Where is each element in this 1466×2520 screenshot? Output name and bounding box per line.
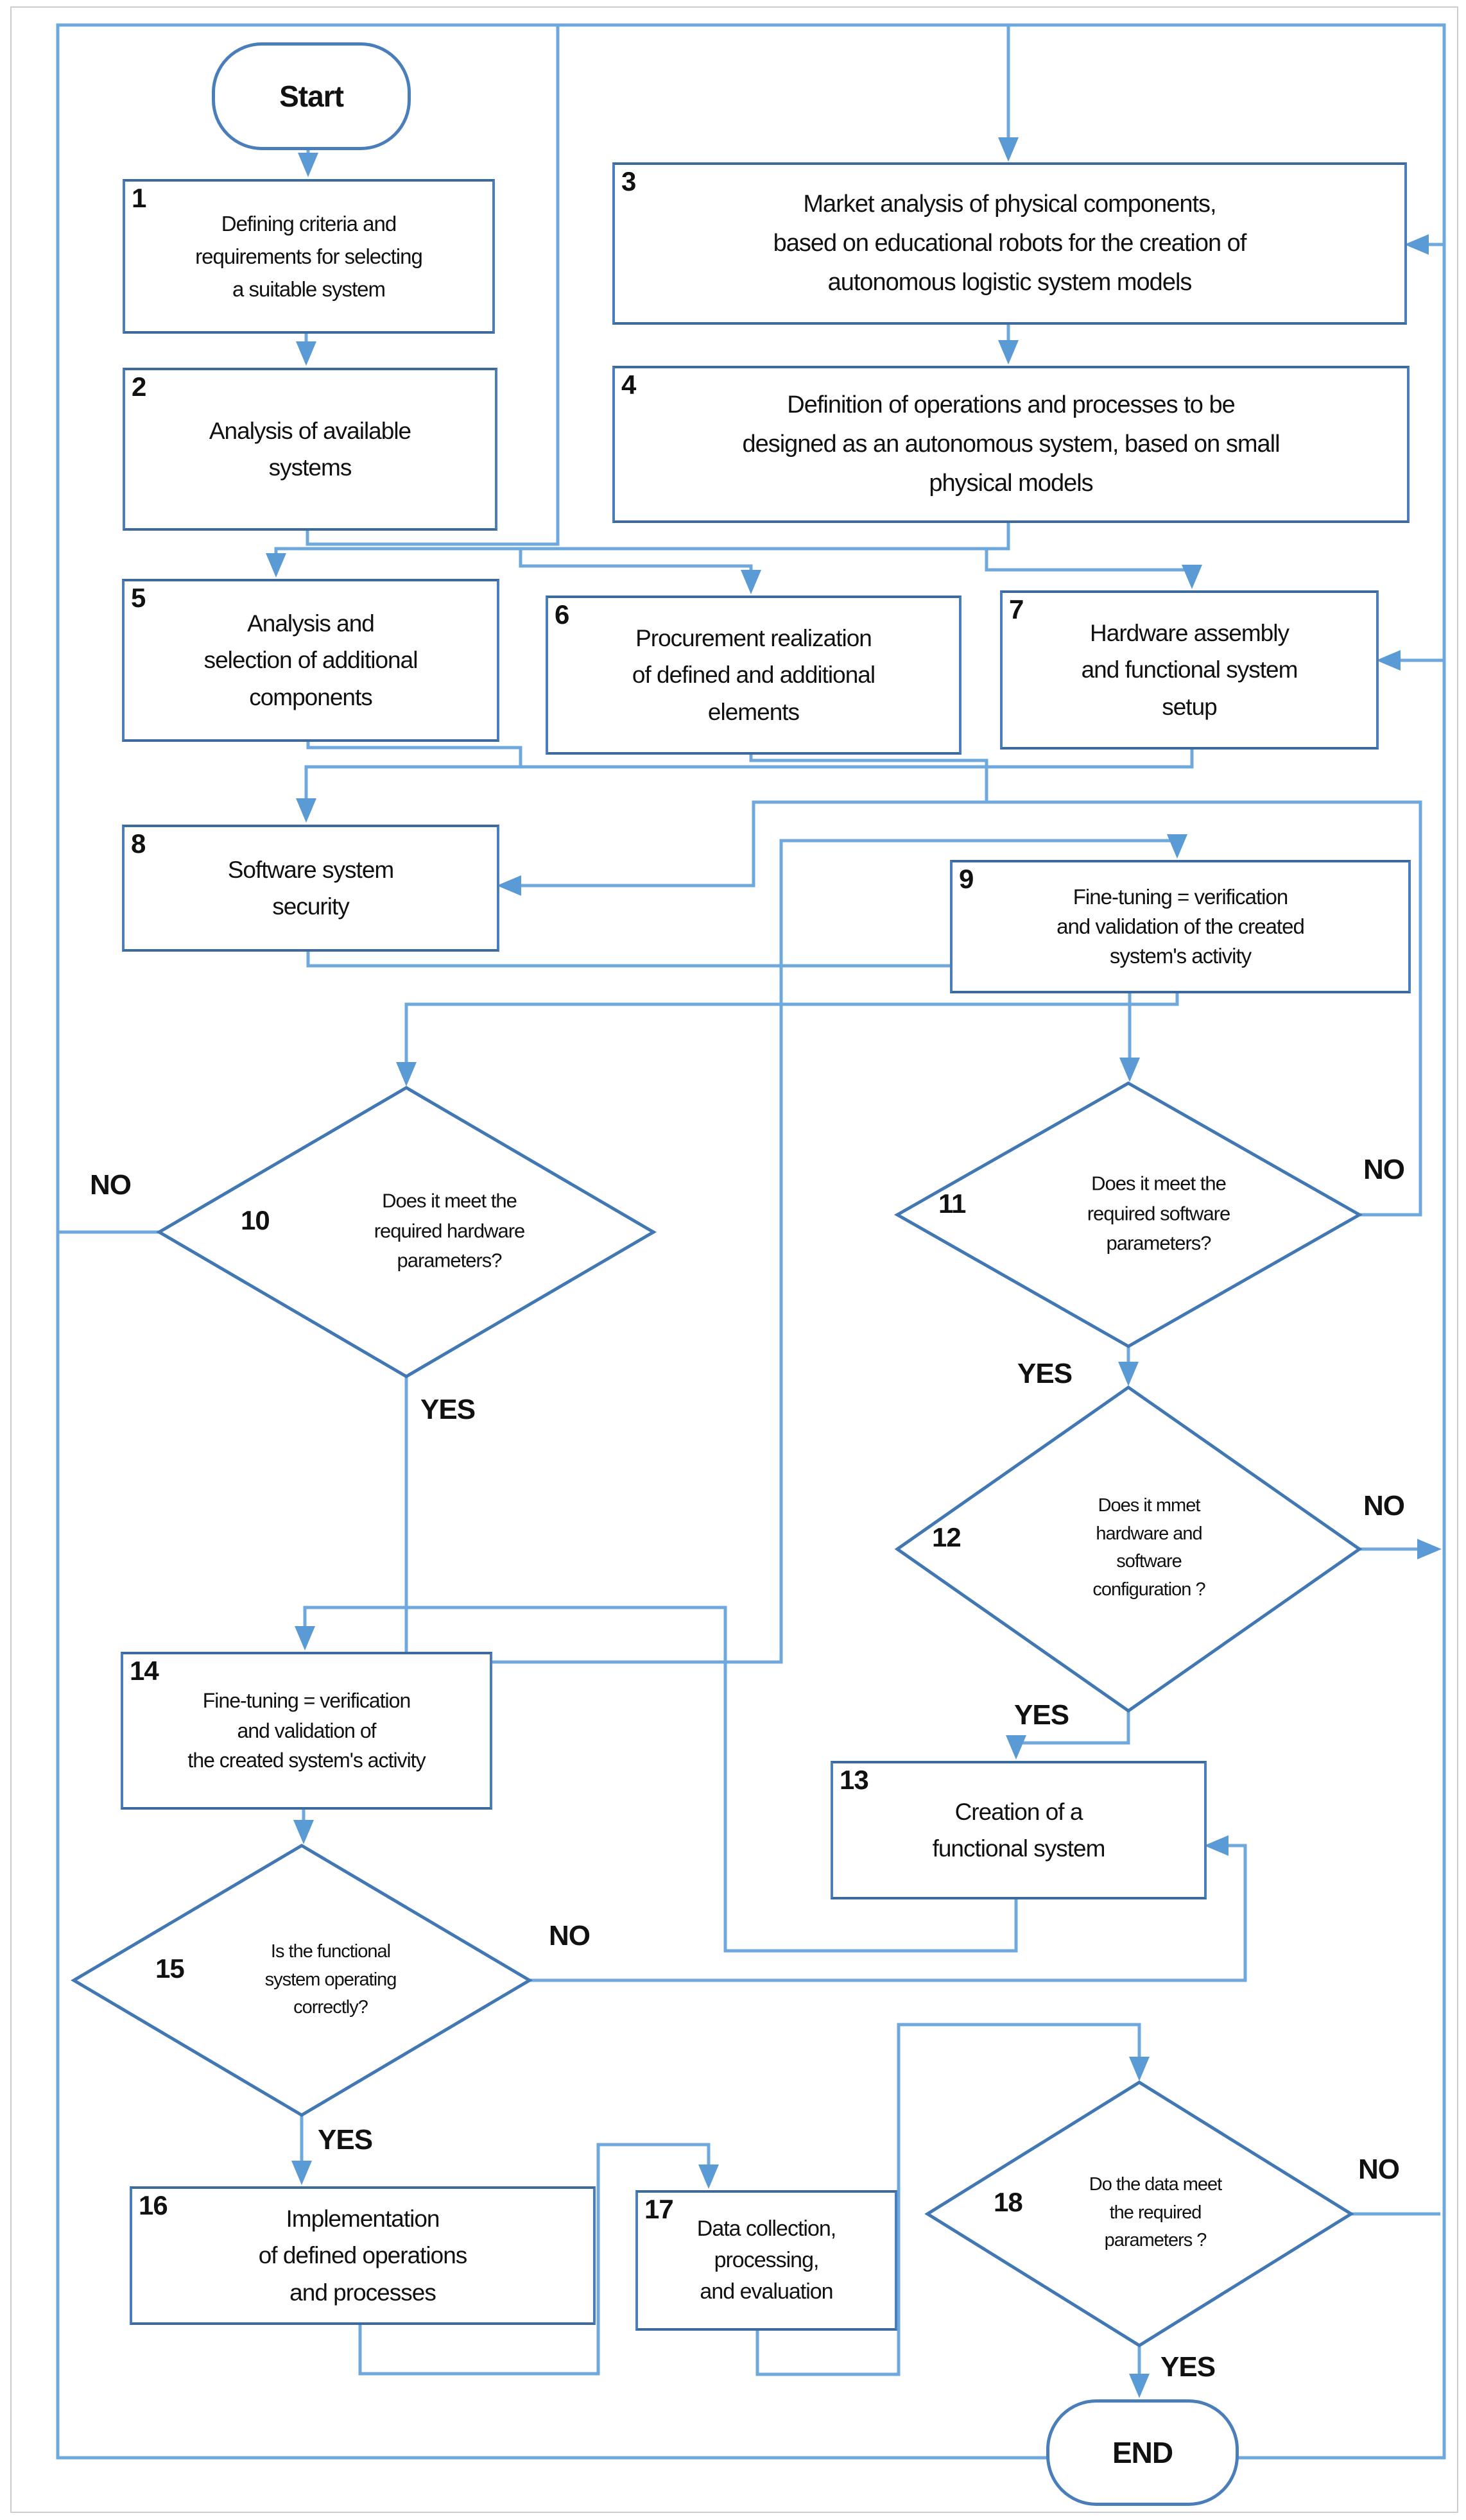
decision-text-11: Does it meet the required software param…: [1087, 1172, 1231, 1255]
step-text: Analysis of available systems: [209, 417, 411, 481]
decision-number-15: 15: [155, 1953, 185, 1984]
yes-label-10: YES: [420, 1394, 476, 1425]
step-text: Defining criteria and requirements for s…: [195, 211, 423, 302]
step-number: 2: [132, 372, 146, 402]
end-terminator: END: [1046, 2399, 1239, 2506]
step-number: 16: [139, 2190, 168, 2220]
no-label-12: NO: [1363, 1490, 1405, 1521]
step-number: 8: [131, 828, 146, 859]
decision-diamond-10: [156, 1086, 657, 1378]
decision-number-12: 12: [932, 1522, 962, 1552]
no-label-15: NO: [549, 1920, 591, 1951]
page-border: [10, 6, 1458, 2513]
flow-frame: [56, 23, 1446, 2460]
process-box-3: 3 Market analysis of physical components…: [612, 162, 1407, 325]
arrow-10yes-9: [404, 834, 1187, 1664]
arrow-11no-8: [497, 800, 1422, 1217]
arrow-4-6: [519, 549, 761, 594]
process-box-1: 1 Defining criteria and requirements for…: [123, 179, 495, 334]
step-number: 9: [959, 864, 974, 894]
decision-diamond-18: [924, 2080, 1354, 2347]
step-number: 1: [132, 183, 146, 213]
arrow-12yes-13: [1006, 1711, 1130, 1760]
step-text: Creation of a functional system: [932, 1798, 1106, 1862]
arrow-4-5: [266, 519, 1010, 578]
step-text: Software system security: [227, 856, 394, 920]
step-text: Implementation of defined operations and…: [258, 2205, 468, 2306]
step-text: Procurement realization of defined and a…: [632, 624, 875, 725]
line-2-topframe: [306, 26, 560, 546]
line-5-join: [306, 738, 522, 767]
process-box-16: 16 Implementation of defined operations …: [130, 2186, 596, 2325]
yes-label-18: YES: [1160, 2351, 1216, 2383]
decision-number-10: 10: [241, 1205, 270, 1235]
arrow-4-7: [985, 549, 1202, 589]
arrow-9-10: [396, 990, 1179, 1086]
yes-label-12: YES: [1014, 1699, 1069, 1731]
decision-text-18: Do the data meet the required parameters…: [1089, 2173, 1222, 2250]
process-box-7: 7 Hardware assembly and functional syste…: [1000, 590, 1379, 750]
process-box-6: 6 Procurement realization of defined and…: [546, 596, 962, 755]
step-text: Hardware assembly and functional system …: [1081, 619, 1298, 720]
decision-number-18: 18: [994, 2187, 1023, 2217]
line-6-join: [749, 752, 988, 802]
process-box-4: 4 Definition of operations and processes…: [612, 366, 1410, 523]
process-box-8: 8 Software system security: [122, 825, 499, 952]
step-number: 7: [1009, 594, 1024, 624]
start-terminator: Start: [212, 42, 411, 150]
decision-text-12: Does it mmet hardware and software confi…: [1092, 1495, 1205, 1600]
arrow-8-11: [306, 948, 1140, 1082]
decision-diamond-12: [894, 1385, 1363, 1713]
step-text: Fine-tuning = verification and validatio…: [187, 1689, 426, 1772]
yes-label-15: YES: [318, 2124, 373, 2156]
arrow-7-8: [296, 746, 1194, 823]
step-number: 17: [644, 2194, 674, 2224]
start-label: Start: [279, 80, 344, 113]
process-box-13: 13 Creation of a functional system: [831, 1761, 1207, 1899]
no-label-10: NO: [90, 1169, 132, 1201]
step-text: Analysis and selection of additional com…: [203, 610, 418, 710]
step-number: 13: [840, 1765, 869, 1795]
arrow-15no-13: [530, 1835, 1247, 1982]
step-number: 3: [621, 166, 636, 196]
decision-number-11: 11: [938, 1188, 966, 1219]
step-number: 4: [621, 370, 636, 400]
step-number: 5: [131, 583, 146, 613]
end-label: END: [1112, 2436, 1173, 2469]
step-text: Market analysis of physical components, …: [773, 191, 1247, 296]
arrow-13-14: [295, 1606, 1018, 1953]
process-box-9: 9 Fine-tuning = verification and validat…: [950, 860, 1411, 993]
process-box-5: 5 Analysis and selection of additional c…: [122, 579, 499, 742]
step-text: Definition of operations and processes t…: [742, 391, 1280, 497]
step-number: 14: [130, 1656, 159, 1686]
step-text: Fine-tuning = verification and validatio…: [1056, 884, 1305, 968]
arrow-16-17: [358, 2143, 719, 2376]
no-label-18: NO: [1358, 2154, 1400, 2185]
process-box-2: 2 Analysis of available systems: [123, 368, 497, 531]
process-box-14: 14 Fine-tuning = verification and valida…: [121, 1652, 492, 1810]
step-number: 6: [555, 599, 569, 630]
step-text: Data collection, processing, and evaluat…: [696, 2216, 836, 2304]
decision-diamond-11: [893, 1081, 1363, 1348]
decision-text-15: Is the functional system operating corre…: [264, 1941, 397, 2018]
yes-label-11: YES: [1017, 1358, 1073, 1389]
no-label-11: NO: [1363, 1154, 1405, 1185]
arrow-17-18: [755, 2023, 1150, 2376]
decision-diamond-15: [71, 1844, 533, 2117]
decision-text-10: Does it meet the required hardware param…: [374, 1189, 526, 1272]
process-box-17: 17 Data collection, processing, and eval…: [635, 2190, 897, 2331]
